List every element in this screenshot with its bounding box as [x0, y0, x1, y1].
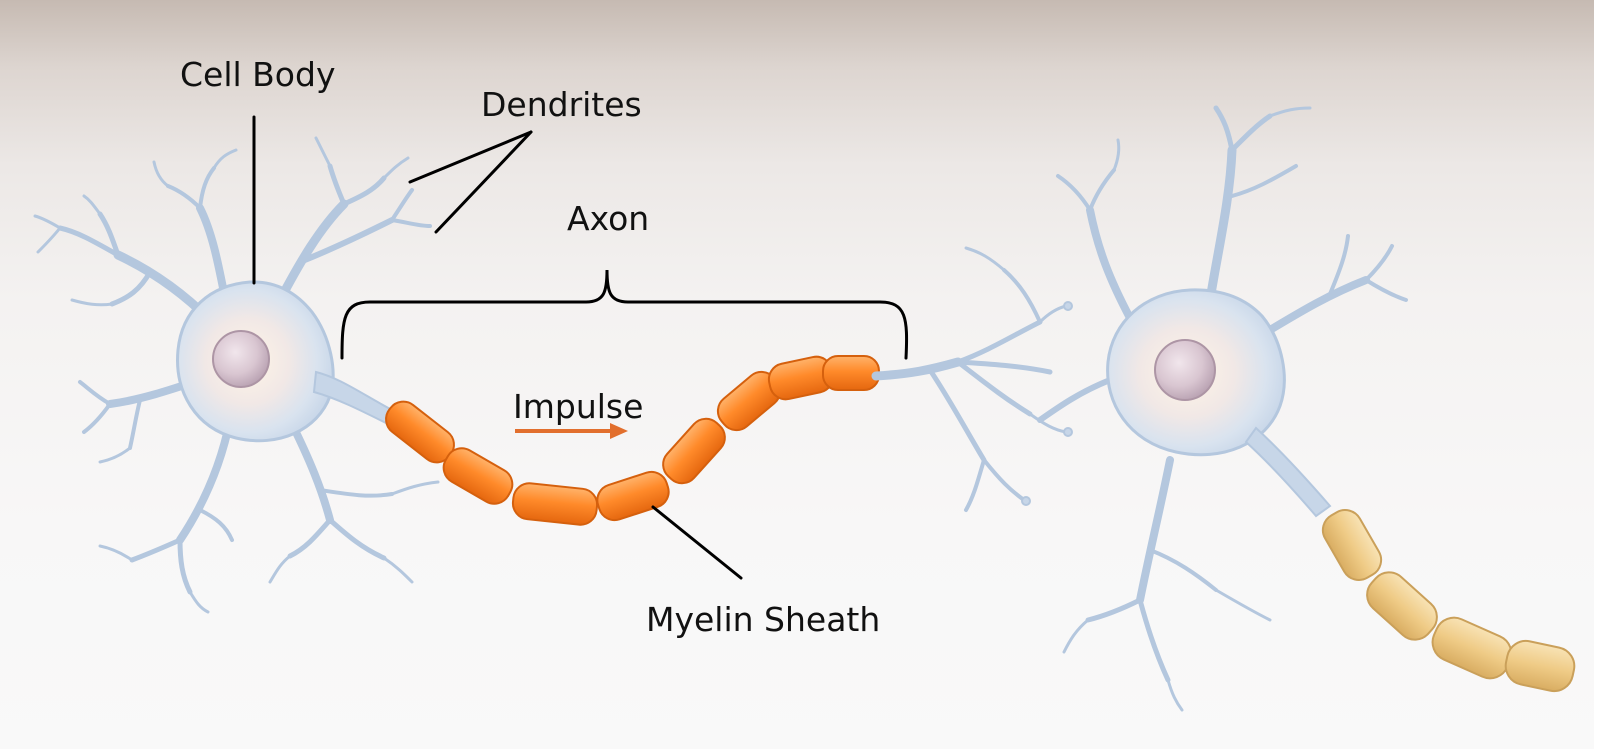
- axon-label: Axon: [567, 199, 650, 238]
- left-nucleus: [212, 330, 270, 388]
- myelin-sheath-leader: [651, 505, 743, 580]
- axon-brace: [340, 269, 909, 360]
- cell-body-label: Cell Body: [180, 55, 336, 94]
- axon-terminals: [871, 246, 1073, 512]
- dendrites-leader-upper: [408, 130, 533, 184]
- impulse-label: Impulse: [513, 387, 644, 426]
- right-nucleus: [1154, 339, 1216, 401]
- right-axon-hillock: [1244, 426, 1332, 518]
- myelin-sheath: [385, 355, 880, 526]
- leader-lines: [252, 115, 909, 580]
- arrow-right-icon: [515, 423, 628, 439]
- myelin-sheath-label: Myelin Sheath: [646, 600, 881, 639]
- dendrites-label: Dendrites: [481, 85, 642, 124]
- right-myelin-sheath: [1321, 509, 1576, 693]
- right-neuron-dendrites: [1037, 105, 1408, 712]
- dendrites-leader-lower: [434, 130, 533, 234]
